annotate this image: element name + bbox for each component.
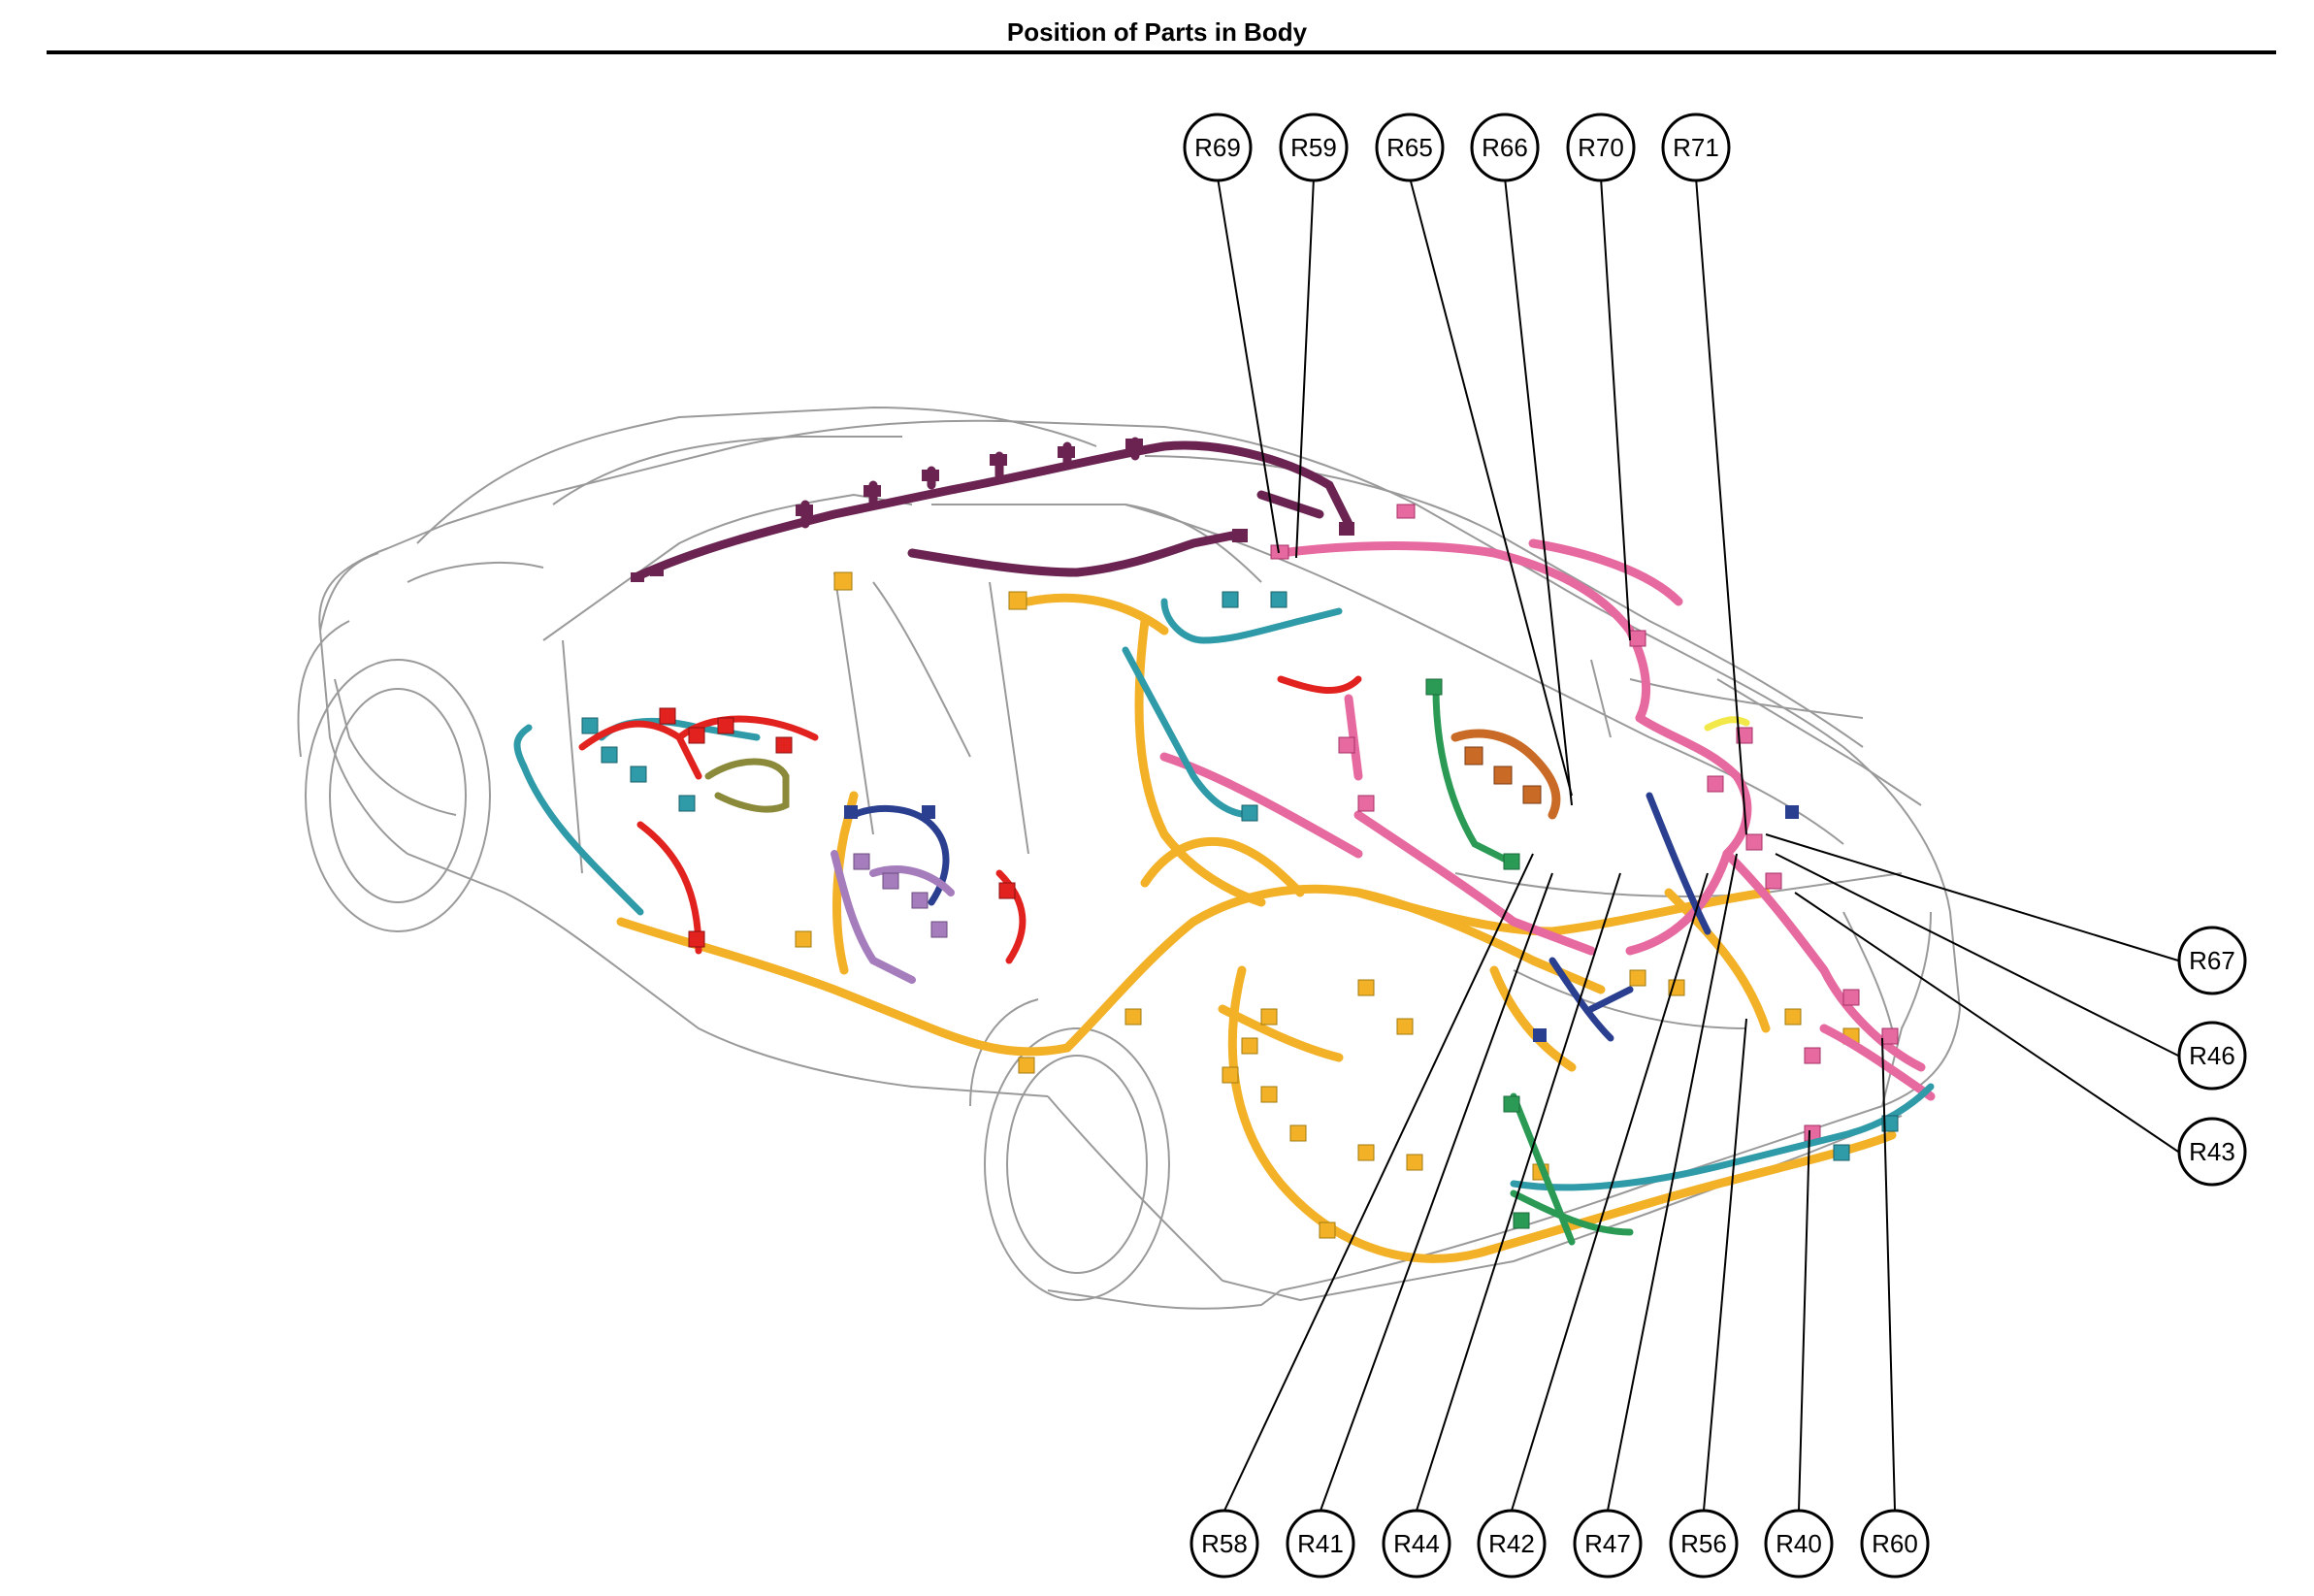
svg-text:R42: R42 bbox=[1488, 1529, 1535, 1558]
brown-harness bbox=[1450, 729, 1561, 820]
svg-text:R58: R58 bbox=[1201, 1529, 1248, 1558]
navy-harness bbox=[850, 792, 1711, 1042]
page-title: Position of Parts in Body bbox=[1006, 17, 1308, 47]
callout-R71: R71 bbox=[1661, 113, 1731, 182]
title-rule bbox=[47, 50, 2276, 54]
svg-text:R40: R40 bbox=[1776, 1529, 1822, 1558]
red-connectors bbox=[659, 707, 1016, 948]
callout-R69: R69 bbox=[1183, 113, 1253, 182]
svg-text:R41: R41 bbox=[1297, 1529, 1344, 1558]
svg-text:R67: R67 bbox=[2189, 946, 2235, 975]
navy-connectors bbox=[844, 805, 1799, 1042]
svg-text:R43: R43 bbox=[2189, 1137, 2235, 1166]
callout-R65: R65 bbox=[1375, 113, 1445, 182]
green-connectors bbox=[1425, 678, 1530, 1229]
teal-connectors bbox=[581, 591, 1899, 1161]
olive-harness bbox=[704, 758, 790, 813]
callout-R41: R41 bbox=[1286, 1509, 1355, 1579]
roof-connectors bbox=[631, 439, 1354, 582]
svg-text:R44: R44 bbox=[1393, 1529, 1440, 1558]
callout-R70: R70 bbox=[1566, 113, 1636, 182]
brown-connectors bbox=[1464, 746, 1542, 804]
callout-R56: R56 bbox=[1669, 1509, 1739, 1579]
teal-harness bbox=[513, 598, 1935, 1191]
svg-text:R56: R56 bbox=[1680, 1529, 1727, 1558]
callout-R42: R42 bbox=[1477, 1509, 1547, 1579]
svg-text:R59: R59 bbox=[1290, 133, 1337, 162]
callout-R66: R66 bbox=[1470, 113, 1540, 182]
callout-R40: R40 bbox=[1764, 1509, 1834, 1579]
svg-text:R71: R71 bbox=[1673, 133, 1719, 162]
svg-text:R66: R66 bbox=[1482, 133, 1528, 162]
svg-text:R65: R65 bbox=[1386, 133, 1433, 162]
green-harness bbox=[1432, 685, 1634, 1246]
callout-R44: R44 bbox=[1382, 1509, 1451, 1579]
callout-R67: R67 bbox=[2177, 926, 2247, 995]
callout-R59: R59 bbox=[1279, 113, 1349, 182]
svg-text:R69: R69 bbox=[1194, 133, 1241, 162]
svg-text:R47: R47 bbox=[1584, 1529, 1631, 1558]
rear-connectors bbox=[1270, 504, 1899, 1142]
svg-text:R46: R46 bbox=[2189, 1041, 2235, 1070]
callout-R47: R47 bbox=[1573, 1509, 1643, 1579]
car-body-outline bbox=[297, 406, 1962, 1310]
callout-R60: R60 bbox=[1860, 1509, 1930, 1579]
lavender-harness bbox=[831, 850, 955, 984]
callout-R46: R46 bbox=[2177, 1021, 2247, 1091]
floor-harness bbox=[616, 593, 1897, 1263]
callout-R43: R43 bbox=[2177, 1117, 2247, 1187]
svg-text:R70: R70 bbox=[1578, 133, 1624, 162]
callout-R58: R58 bbox=[1190, 1509, 1259, 1579]
lavender-connectors bbox=[853, 853, 948, 938]
svg-text:R60: R60 bbox=[1872, 1529, 1918, 1558]
leader-lines bbox=[1217, 177, 2179, 1512]
yellow-harness bbox=[1704, 716, 1750, 732]
